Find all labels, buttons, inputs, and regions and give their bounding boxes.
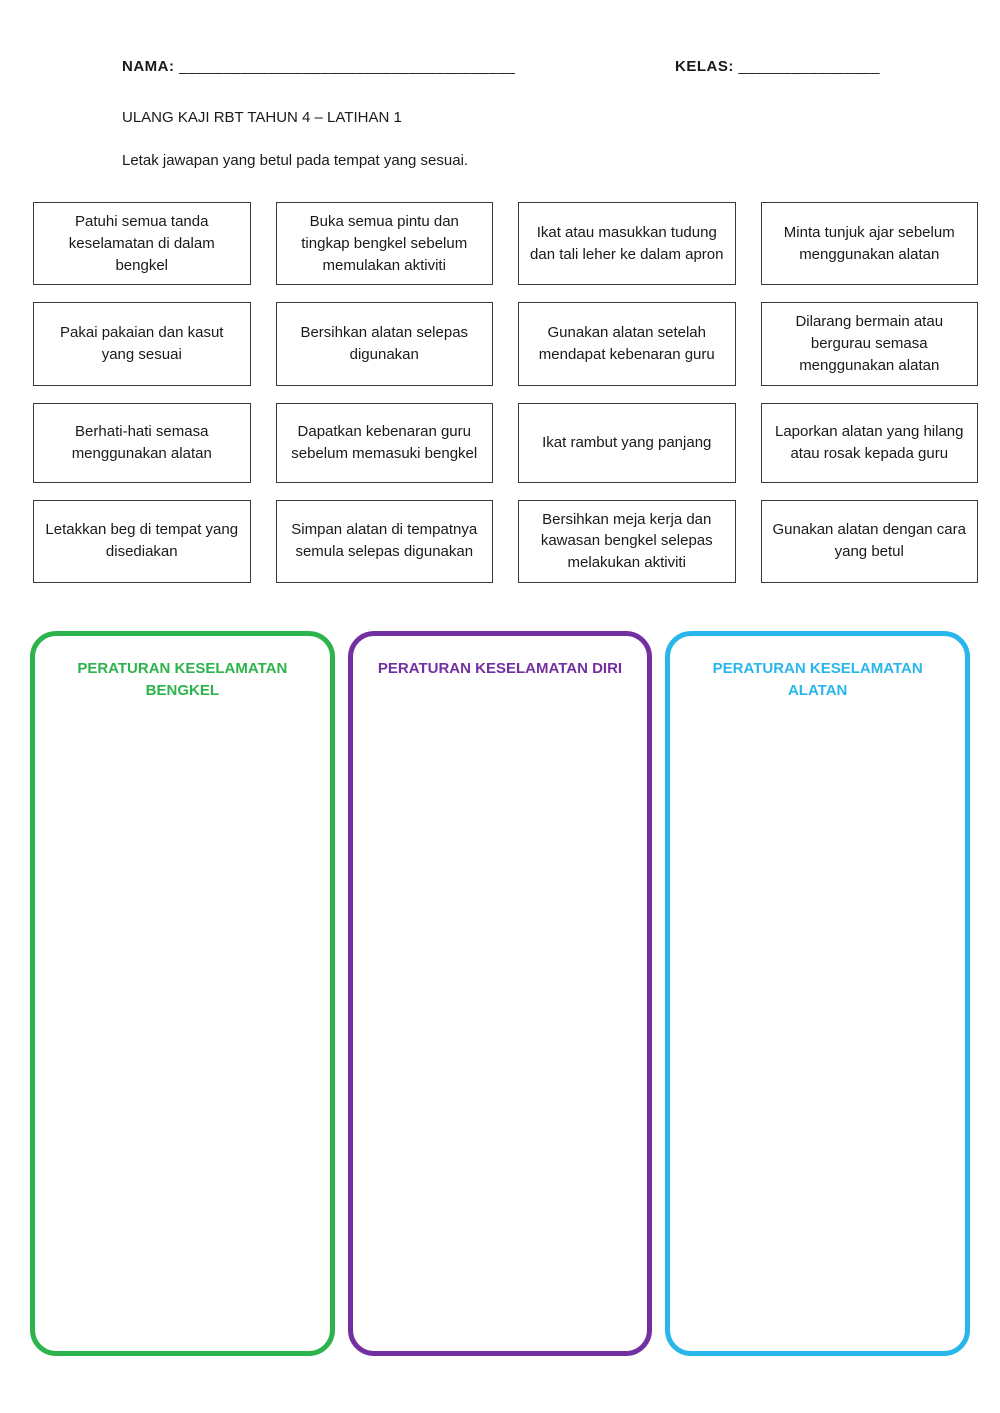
- kelas-blank-line[interactable]: ________________: [738, 58, 880, 75]
- header-row: NAMA: __________________________________…: [0, 58, 1000, 75]
- drop-zones-row: PERATURAN KESELAMATAN BENGKEL PERATURAN …: [30, 630, 971, 1356]
- answer-cards-grid: Patuhi semua tanda keselamatan di dalam …: [33, 202, 978, 583]
- nama-label: NAMA:: [122, 58, 175, 75]
- answer-card[interactable]: Minta tunjuk ajar sebelum menggunakan al…: [760, 202, 978, 286]
- answer-card[interactable]: Ikat atau masukkan tudung dan tali leher…: [518, 202, 736, 286]
- worksheet-title: ULANG KAJI RBT TAHUN 4 – LATIHAN 1: [122, 109, 402, 126]
- answer-card[interactable]: Simpan alatan di tempatnya semula selepa…: [275, 499, 493, 583]
- answer-card[interactable]: Buka semua pintu dan tingkap bengkel seb…: [275, 202, 493, 286]
- answer-card[interactable]: Ikat rambut yang panjang: [518, 402, 736, 483]
- answer-card[interactable]: Dapatkan kebenaran guru sebelum memasuki…: [275, 402, 493, 483]
- drop-zone-bengkel[interactable]: PERATURAN KESELAMATAN BENGKEL: [30, 630, 335, 1356]
- answer-card[interactable]: Dilarang bermain atau bergurau semasa me…: [760, 302, 978, 386]
- drop-zone-diri-title: PERATURAN KESELAMATAN DIRI: [377, 659, 623, 677]
- nama-blank-line[interactable]: ______________________________________: [179, 58, 516, 75]
- instruction-text: Letak jawapan yang betul pada tempat yan…: [122, 152, 469, 169]
- answer-card[interactable]: Laporkan alatan yang hilang atau rosak k…: [760, 402, 978, 483]
- answer-card[interactable]: Gunakan alatan dengan cara yang betul: [760, 499, 978, 583]
- answer-card[interactable]: Bersihkan alatan selepas digunakan: [275, 302, 493, 386]
- answer-card[interactable]: Bersihkan meja kerja dan kawasan bengkel…: [518, 499, 736, 583]
- nama-field[interactable]: NAMA: __________________________________…: [122, 58, 515, 75]
- answer-card[interactable]: Patuhi semua tanda keselamatan di dalam …: [33, 202, 251, 286]
- kelas-field[interactable]: KELAS: ________________: [675, 58, 880, 75]
- drop-zone-alatan[interactable]: PERATURAN KESELAMATAN ALATAN: [665, 630, 971, 1356]
- drop-zone-alatan-title: PERATURAN KESELAMATAN ALATAN: [712, 659, 923, 700]
- drop-zone-bengkel-title: PERATURAN KESELAMATAN BENGKEL: [77, 659, 288, 700]
- answer-card[interactable]: Letakkan beg di tempat yang disediakan: [33, 499, 251, 583]
- drop-zone-diri[interactable]: PERATURAN KESELAMATAN DIRI: [347, 630, 653, 1356]
- kelas-label: KELAS:: [675, 58, 734, 75]
- answer-card[interactable]: Pakai pakaian dan kasut yang sesuai: [33, 302, 251, 386]
- answer-card[interactable]: Gunakan alatan setelah mendapat kebenara…: [518, 302, 736, 386]
- answer-card[interactable]: Berhati-hati semasa menggunakan alatan: [33, 402, 251, 483]
